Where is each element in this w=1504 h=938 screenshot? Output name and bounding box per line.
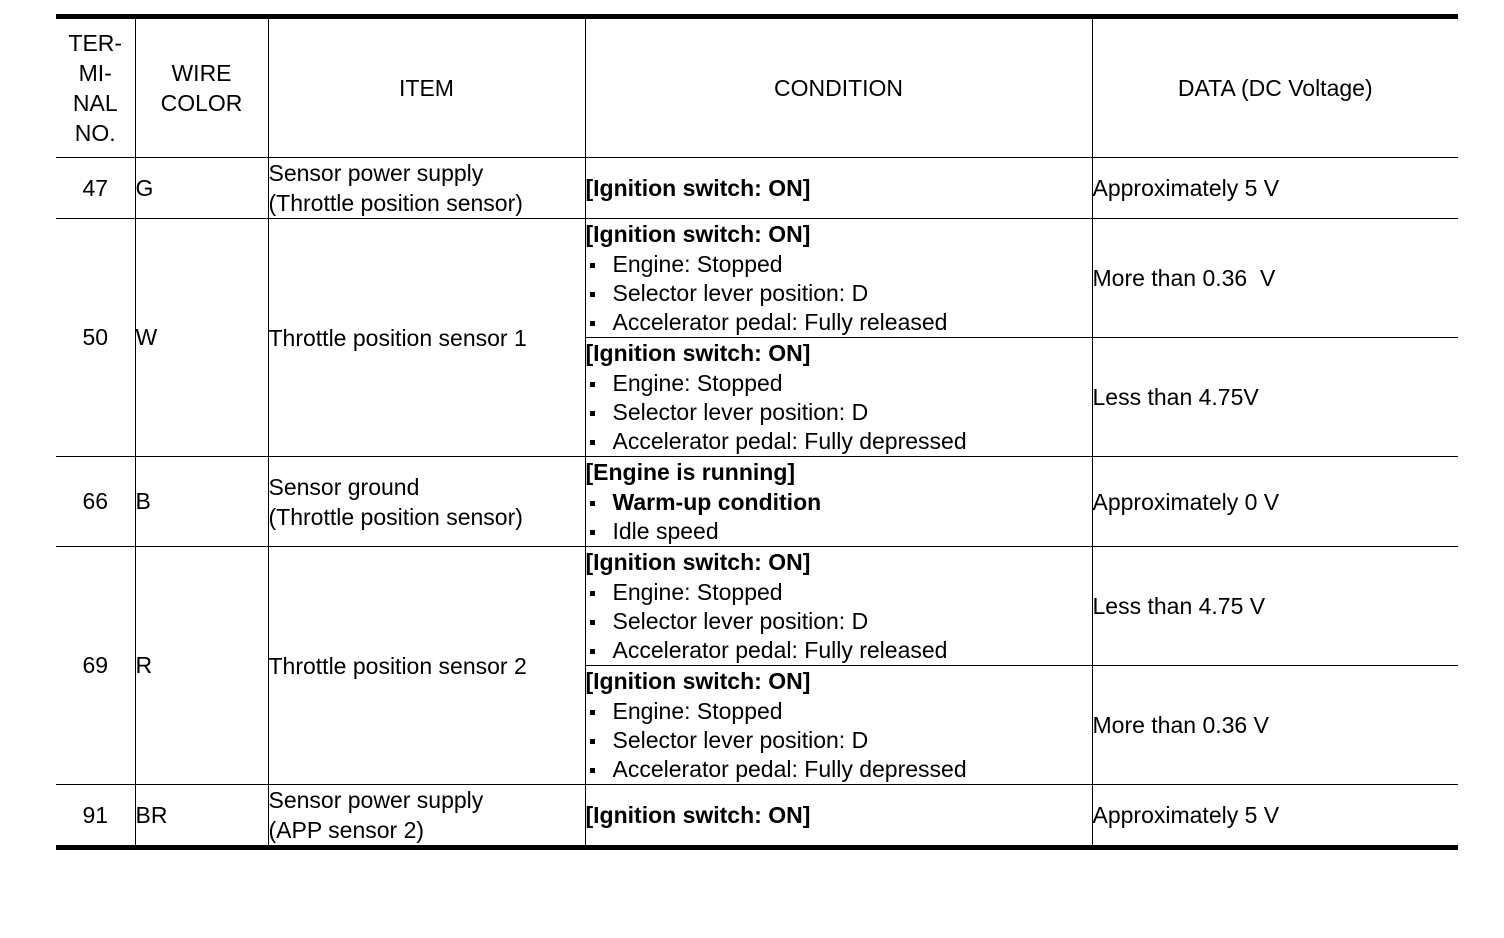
cell-item: Sensor ground (Throttle position sensor)	[268, 456, 586, 547]
condition-bullet-item: Selector lever position: D	[586, 279, 1092, 308]
column-header-condition: CONDITION	[585, 14, 1093, 158]
condition-bullet-item: Accelerator pedal: Fully depressed	[586, 427, 1092, 456]
condition-bullet-item: Engine: Stopped	[586, 697, 1092, 726]
cell-item: Throttle position sensor 2	[268, 546, 586, 785]
terminal-no-line-1: TER-	[68, 30, 123, 56]
cell-terminal-no: 91	[56, 784, 136, 850]
condition-bullet-item: Selector lever position: D	[586, 607, 1092, 636]
cell-data-voltage: More than 0.36 V	[1092, 665, 1458, 785]
condition-bullet-item: Engine: Stopped	[586, 578, 1092, 607]
item-line-1: Throttle position sensor 1	[268, 324, 527, 351]
item-line-1: Sensor power supply	[268, 787, 484, 813]
cell-terminal-no: 69	[56, 546, 136, 785]
condition-bullet-item: Accelerator pedal: Fully released	[586, 308, 1092, 337]
cell-condition: [Ignition switch: ON]	[585, 157, 1093, 219]
table-header: TER- MI- NAL NO. WIRE COLOR ITEM CONDITI…	[56, 14, 1458, 158]
condition-header: [Ignition switch: ON]	[585, 549, 811, 575]
cell-item: Sensor power supply (APP sensor 2)	[268, 784, 586, 850]
cell-data-voltage: Approximately 0 V	[1092, 456, 1458, 547]
condition-bullet-item: Selector lever position: D	[586, 726, 1092, 755]
condition-header: [Ignition switch: ON]	[585, 801, 811, 828]
item-line-1: Sensor power supply	[268, 160, 484, 186]
condition-header: [Ignition switch: ON]	[585, 174, 811, 201]
cell-wire-color: G	[135, 157, 269, 219]
cell-wire-color: R	[135, 546, 269, 785]
column-header-data: DATA (DC Voltage)	[1092, 14, 1458, 158]
condition-bullet-item: Engine: Stopped	[586, 369, 1092, 398]
condition-header: [Engine is running]	[585, 459, 796, 485]
item-line-2: (Throttle position sensor)	[268, 503, 523, 530]
cell-wire-color: W	[135, 218, 269, 457]
column-header-terminal-no: TER- MI- NAL NO.	[56, 14, 136, 158]
cell-wire-color: BR	[135, 784, 269, 850]
cell-data-voltage: Approximately 5 V	[1092, 157, 1458, 219]
header-row: TER- MI- NAL NO. WIRE COLOR ITEM CONDITI…	[56, 14, 1458, 158]
cell-terminal-no: 66	[56, 456, 136, 547]
cell-terminal-no: 50	[56, 218, 136, 457]
condition-bullet-item: Idle speed	[586, 517, 1092, 546]
cell-item: Sensor power supply (Throttle position se…	[268, 157, 586, 219]
cell-data-voltage: Approximately 5 V	[1092, 784, 1458, 850]
condition-header: [Ignition switch: ON]	[585, 340, 811, 366]
cell-wire-color: B	[135, 456, 269, 547]
terminal-no-line-2: MI-	[78, 60, 112, 86]
column-header-item: ITEM	[268, 14, 586, 158]
condition-bullet-item: Accelerator pedal: Fully depressed	[586, 755, 1092, 784]
cell-data-voltage: Less than 4.75 V	[1092, 546, 1458, 666]
terminal-no-line-4: NO.	[74, 120, 116, 146]
item-line-2: (Throttle position sensor)	[268, 190, 523, 216]
cell-terminal-no: 47	[56, 157, 136, 219]
cell-data-voltage: Less than 4.75V	[1092, 337, 1458, 457]
item-line-2: (APP sensor 2)	[268, 817, 425, 843]
condition-header: [Ignition switch: ON]	[585, 668, 811, 694]
wire-color-line-1: WIRE	[171, 60, 232, 86]
item-line-1: Sensor ground	[268, 473, 420, 500]
column-header-wire-color: WIRE COLOR	[135, 14, 269, 158]
condition-bullet-item: Warm-up condition	[586, 488, 1092, 517]
cell-condition: [Ignition switch: ON]	[585, 784, 1093, 850]
wire-color-line-2: COLOR	[160, 90, 243, 116]
cell-item: Throttle position sensor 1	[268, 218, 586, 457]
item-line-1: Throttle position sensor 2	[268, 652, 527, 679]
cell-data-voltage: More than 0.36 V	[1092, 218, 1458, 338]
terminal-specification-table: TER- MI- NAL NO. WIRE COLOR ITEM CONDITI…	[56, 14, 1458, 850]
condition-bullet-item: Engine: Stopped	[586, 250, 1092, 279]
terminal-no-line-3: NAL	[72, 90, 118, 116]
condition-bullet-item: Accelerator pedal: Fully released	[586, 636, 1092, 665]
condition-header: [Ignition switch: ON]	[585, 221, 811, 247]
condition-bullet-item: Selector lever position: D	[586, 398, 1092, 427]
